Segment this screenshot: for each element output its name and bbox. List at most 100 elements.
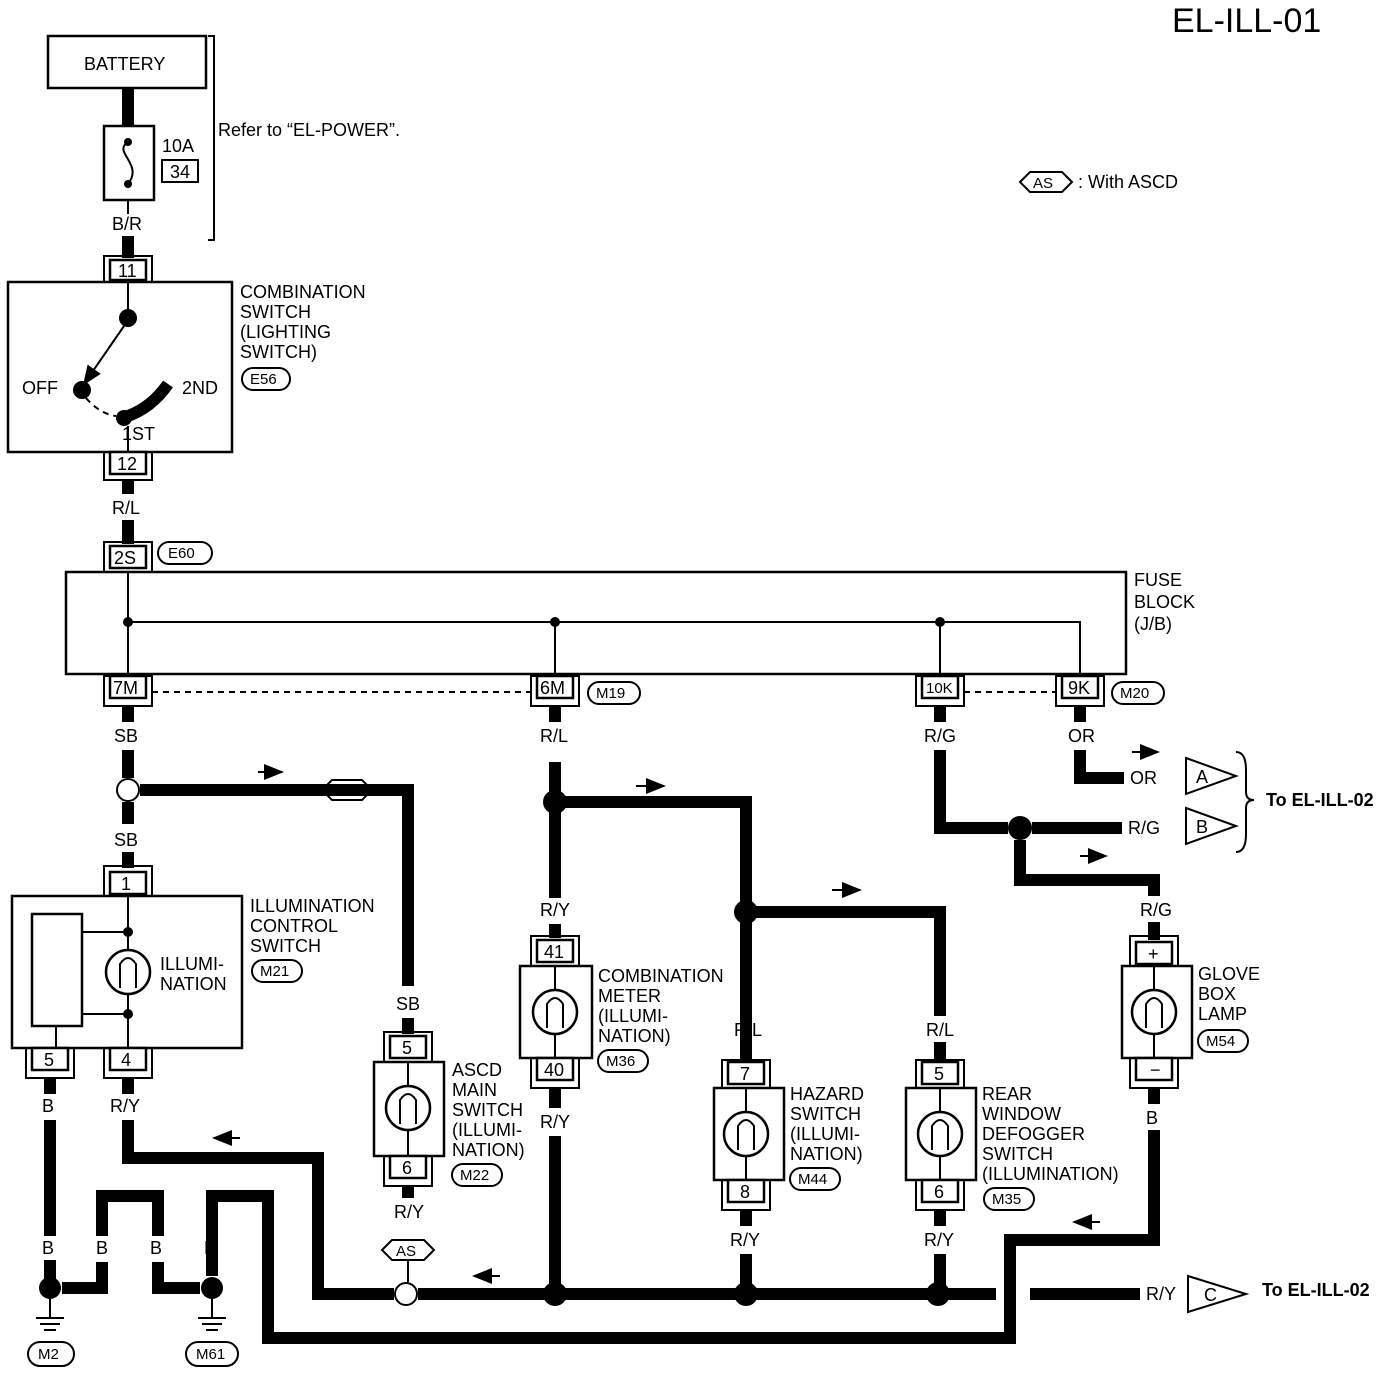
optional-splice-top [116,778,140,802]
ascd-name-4: (ILLUMI- [452,1120,522,1140]
ascd-main-switch: 5 6 ASCD MAIN SWITCH (ILLUMI- NATION) M2… [372,1031,525,1187]
ascd-name-3: SWITCH [452,1100,523,1120]
wire-label-b-j1: B [96,1238,108,1258]
pin-5: 5 [44,1050,54,1070]
fuse-rating: 10A [162,136,194,156]
rear-name-2: WINDOW [982,1104,1061,1124]
ground-m2-label: M2 [38,1346,59,1363]
ill-ctrl-name-2: CONTROL [250,916,338,936]
pin-5-rear: 5 [934,1064,944,1084]
legend-symbol: AS [1033,175,1053,192]
rear-name-5: (ILLUMINATION) [982,1164,1119,1184]
comb-switch-name-2: SWITCH [240,302,311,322]
wire-label-ry-asc: R/Y [394,1202,424,1222]
wire-label-sb3: SB [396,994,420,1014]
switch-pos-2nd: 2ND [182,378,218,398]
hazard-name-1: HAZARD [790,1084,864,1104]
optional-splice-bottom [394,1282,418,1306]
wire-label-ry-c: R/Y [1146,1284,1176,1304]
connector-m19: M19 [596,685,625,702]
ground-m2: M2 [27,1298,75,1367]
hazard-name-4: NATION) [790,1144,863,1164]
rear-name-4: SWITCH [982,1144,1053,1164]
wire-label-rg-glove: R/G [1140,900,1172,920]
output-a: A [1185,756,1239,796]
pin-12: 12 [117,454,137,474]
pin-minus: − [1150,1060,1161,1080]
wire-label-br: B/R [112,214,142,234]
wire-label-rl-haz: R/L [734,1020,762,1040]
connector-m21: M21 [260,963,289,980]
wire-label-or-9k: OR [1068,726,1095,746]
as-tag-upper [320,779,374,801]
connector-m36: M36 [606,1053,635,1070]
rear-name-3: DEFOGGER [982,1124,1085,1144]
legend-text: : With ASCD [1078,172,1178,192]
glove-name-1: GLOVE [1198,964,1260,984]
illumination-control-switch: 1 ILLUMI- NATION ILLUMINATION CONTROL SW… [10,865,375,1079]
connector-m54: M54 [1206,1033,1235,1050]
ascd-name-1: ASCD [452,1060,502,1080]
pin-10k: 10K [926,680,953,697]
glove-name-3: LAMP [1198,1004,1247,1024]
meter-name-4: NATION) [598,1026,671,1046]
ascd-name-2: MAIN [452,1080,497,1100]
meter-name-2: METER [598,986,661,1006]
pin-plus: + [1148,944,1159,964]
glove-name-2: BOX [1198,984,1236,1004]
battery-label: BATTERY [84,54,165,74]
wire-label-b-j2: B [150,1238,162,1258]
ill-ctrl-name-1: ILLUMINATION [250,896,375,916]
combination-switch: 11 OFF 2ND 1ST 12 COMBINATION SWITCH (LI… [6,255,366,481]
switch-pos-1st: 1ST [122,424,155,444]
pin-6-ascd: 6 [402,1158,412,1178]
wire-label-ry-40: R/Y [540,1112,570,1132]
power-note: Refer to “EL-POWER”. [218,120,400,140]
fuse-block: 2S E60 FUSE BLOCK (J/B) 7M 6M M19 10K 9K… [64,541,1195,707]
as-tag-lower [380,1239,436,1261]
wire-label-ry-haz: R/Y [730,1230,760,1250]
wire-label-rg-b: R/G [1128,818,1160,838]
wire-label-rl-6m: R/L [540,726,568,746]
connector-m22: M22 [460,1167,489,1184]
connector-m44: M44 [798,1171,827,1188]
to-el-ill-02-c: To EL-ILL-02 [1262,1280,1370,1300]
wire-label-rl-top: R/L [112,498,140,518]
wire-label-ry-4: R/Y [110,1096,140,1116]
to-el-ill-02-ab: To EL-ILL-02 [1266,790,1374,810]
pin-7: 7 [740,1064,750,1084]
ground-m61-label: M61 [196,1346,225,1363]
switch-pos-off: OFF [22,378,58,398]
pin-11: 11 [118,261,137,281]
fuse-block-name-2: BLOCK [1134,592,1195,612]
comb-switch-name-3: (LIGHTING [240,322,331,342]
power-bracket [208,35,215,241]
connector-m20: M20 [1120,685,1149,702]
hazard-name-2: SWITCH [790,1104,861,1124]
pin-7m: 7M [113,678,138,698]
comb-switch-name-4: SWITCH) [240,342,317,362]
lamp-label-1: ILLUMI- [160,954,224,974]
wire-label-sb1: SB [114,726,138,746]
comb-switch-name-1: COMBINATION [240,282,366,302]
wire-label-rl-rear: R/L [926,1020,954,1040]
meter-name-3: (ILLUMI- [598,1006,668,1026]
pin-6m: 6M [540,678,565,698]
wire-label-ry-rear: R/Y [924,1230,954,1250]
combination-meter: 41 40 COMBINATION METER (ILLUMI- NATION)… [518,935,724,1089]
rear-name-1: REAR [982,1084,1032,1104]
pin-6-rear: 6 [934,1182,944,1202]
pin-5-ascd: 5 [402,1038,412,1058]
wire-label-ry-41: R/Y [540,900,570,920]
wire-label-sb2: SB [114,830,138,850]
hazard-name-3: (ILLUMI- [790,1124,860,1144]
pin-2s: 2S [114,548,136,568]
as-tag-upper-text: AS [334,783,354,800]
glove-box-lamp: + − GLOVE BOX LAMP M54 [1120,935,1260,1089]
fuse-block-name-3: (J/B) [1134,614,1172,634]
pin-4: 4 [121,1050,131,1070]
pin-41: 41 [544,942,564,962]
ascd-name-5: NATION) [452,1140,525,1160]
connector-e60: E60 [168,545,195,562]
output-b: B [1185,806,1239,846]
